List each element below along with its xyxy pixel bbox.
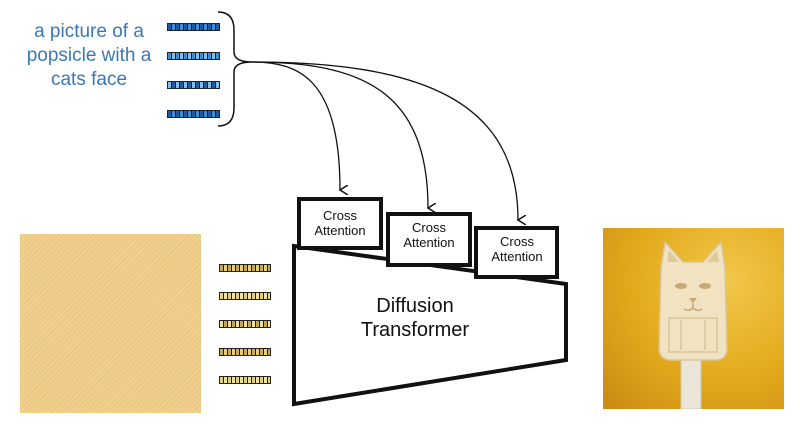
cross-attention-2-line1: Cross	[412, 220, 446, 235]
cross-attention-box-1	[297, 197, 383, 250]
prompt-line-1: a picture of a	[34, 21, 144, 42]
image-token-strip-2	[219, 292, 271, 300]
image-token-strip-5	[219, 376, 271, 384]
image-token-strip-1	[219, 264, 271, 272]
transformer-line1: Diffusion	[376, 295, 454, 317]
text-token-strip-1	[167, 23, 220, 31]
token-brace	[217, 11, 253, 127]
image-token-strip-4	[219, 348, 271, 356]
text-token-strip-2	[167, 52, 220, 60]
text-token-strip-4	[167, 110, 220, 118]
cross-attention-label-1: Cross Attention	[300, 208, 380, 238]
cross-attention-box-2	[386, 212, 472, 267]
arrow-to-cross-attention-2	[251, 61, 428, 208]
noise-input-image	[20, 234, 201, 413]
cat-popsicle-output-image	[603, 228, 784, 409]
arrow-to-cross-attention-3	[251, 61, 518, 220]
prompt-line-2: popsicle with a	[26, 45, 152, 66]
cross-attention-2-line2: Attention	[403, 235, 455, 250]
cross-attention-label-2: Cross Attention	[389, 220, 469, 250]
diffusion-transformer-label: Diffusion Transformer	[340, 294, 490, 342]
cross-attention-box-3	[474, 226, 559, 279]
prompt-line-3: cats face	[50, 69, 128, 90]
cross-attention-3-line2: Attention	[491, 249, 543, 264]
cat-popsicle-graphic	[658, 240, 728, 409]
cross-attention-1-line2: Attention	[314, 223, 366, 238]
text-token-strip-3	[167, 81, 220, 89]
cross-attention-label-3: Cross Attention	[477, 234, 557, 264]
cross-attention-1-line1: Cross	[323, 208, 357, 223]
arrow-to-cross-attention-1	[251, 61, 340, 190]
transformer-line2: Transformer	[360, 319, 470, 341]
image-token-strip-3	[219, 320, 271, 328]
prompt-text: a picture of a popsicle with a cats face	[4, 20, 174, 92]
cross-attention-3-line1: Cross	[500, 234, 534, 249]
